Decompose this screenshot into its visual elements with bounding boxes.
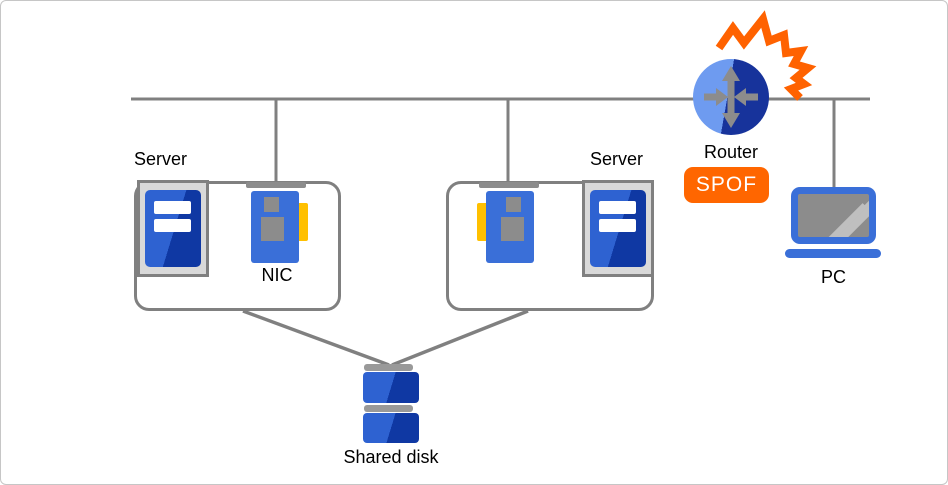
server-right-label: Server — [590, 149, 644, 169]
disk-top-bar — [364, 364, 413, 371]
server-left-body — [145, 190, 201, 267]
server-slot — [599, 219, 636, 232]
nic-left-icon — [246, 182, 308, 268]
disk-platter — [363, 372, 419, 403]
nic-right-icon — [477, 182, 539, 268]
nic-label: NIC — [261, 265, 293, 285]
server-right-icon — [582, 180, 654, 277]
nic-connector-tab — [296, 203, 308, 241]
laptop-screen — [798, 194, 869, 237]
nic-chip — [501, 217, 524, 241]
nic-chip — [264, 197, 279, 212]
server-slot — [599, 201, 636, 214]
server-right-body — [590, 190, 646, 267]
nic-chip — [506, 197, 521, 212]
server-left-icon — [137, 180, 209, 277]
disk-link-left — [242, 309, 390, 367]
disk-link-right — [391, 309, 529, 367]
router-arrows-icon — [704, 66, 758, 128]
screen-glare — [826, 194, 869, 237]
nic-chip — [261, 217, 284, 241]
server-left-label: Server — [134, 149, 188, 169]
pc-label: PC — [820, 267, 846, 287]
spof-badge: SPOF — [684, 167, 769, 203]
disk-platter — [363, 413, 419, 443]
nic-bracket-bar — [246, 182, 306, 188]
shared-disk-label: Shared disk — [343, 447, 439, 467]
disk-middle-bar — [364, 405, 413, 412]
server-slot — [154, 201, 191, 214]
router-icon — [693, 59, 769, 135]
nic-bracket-bar — [479, 182, 539, 188]
explosion-zigzag — [715, 10, 817, 101]
pc-laptop-icon — [791, 187, 876, 244]
nic-card — [486, 191, 534, 263]
laptop-base — [785, 249, 881, 258]
server-slot — [154, 219, 191, 232]
router-label: Router — [703, 142, 759, 162]
nic-card — [251, 191, 299, 263]
